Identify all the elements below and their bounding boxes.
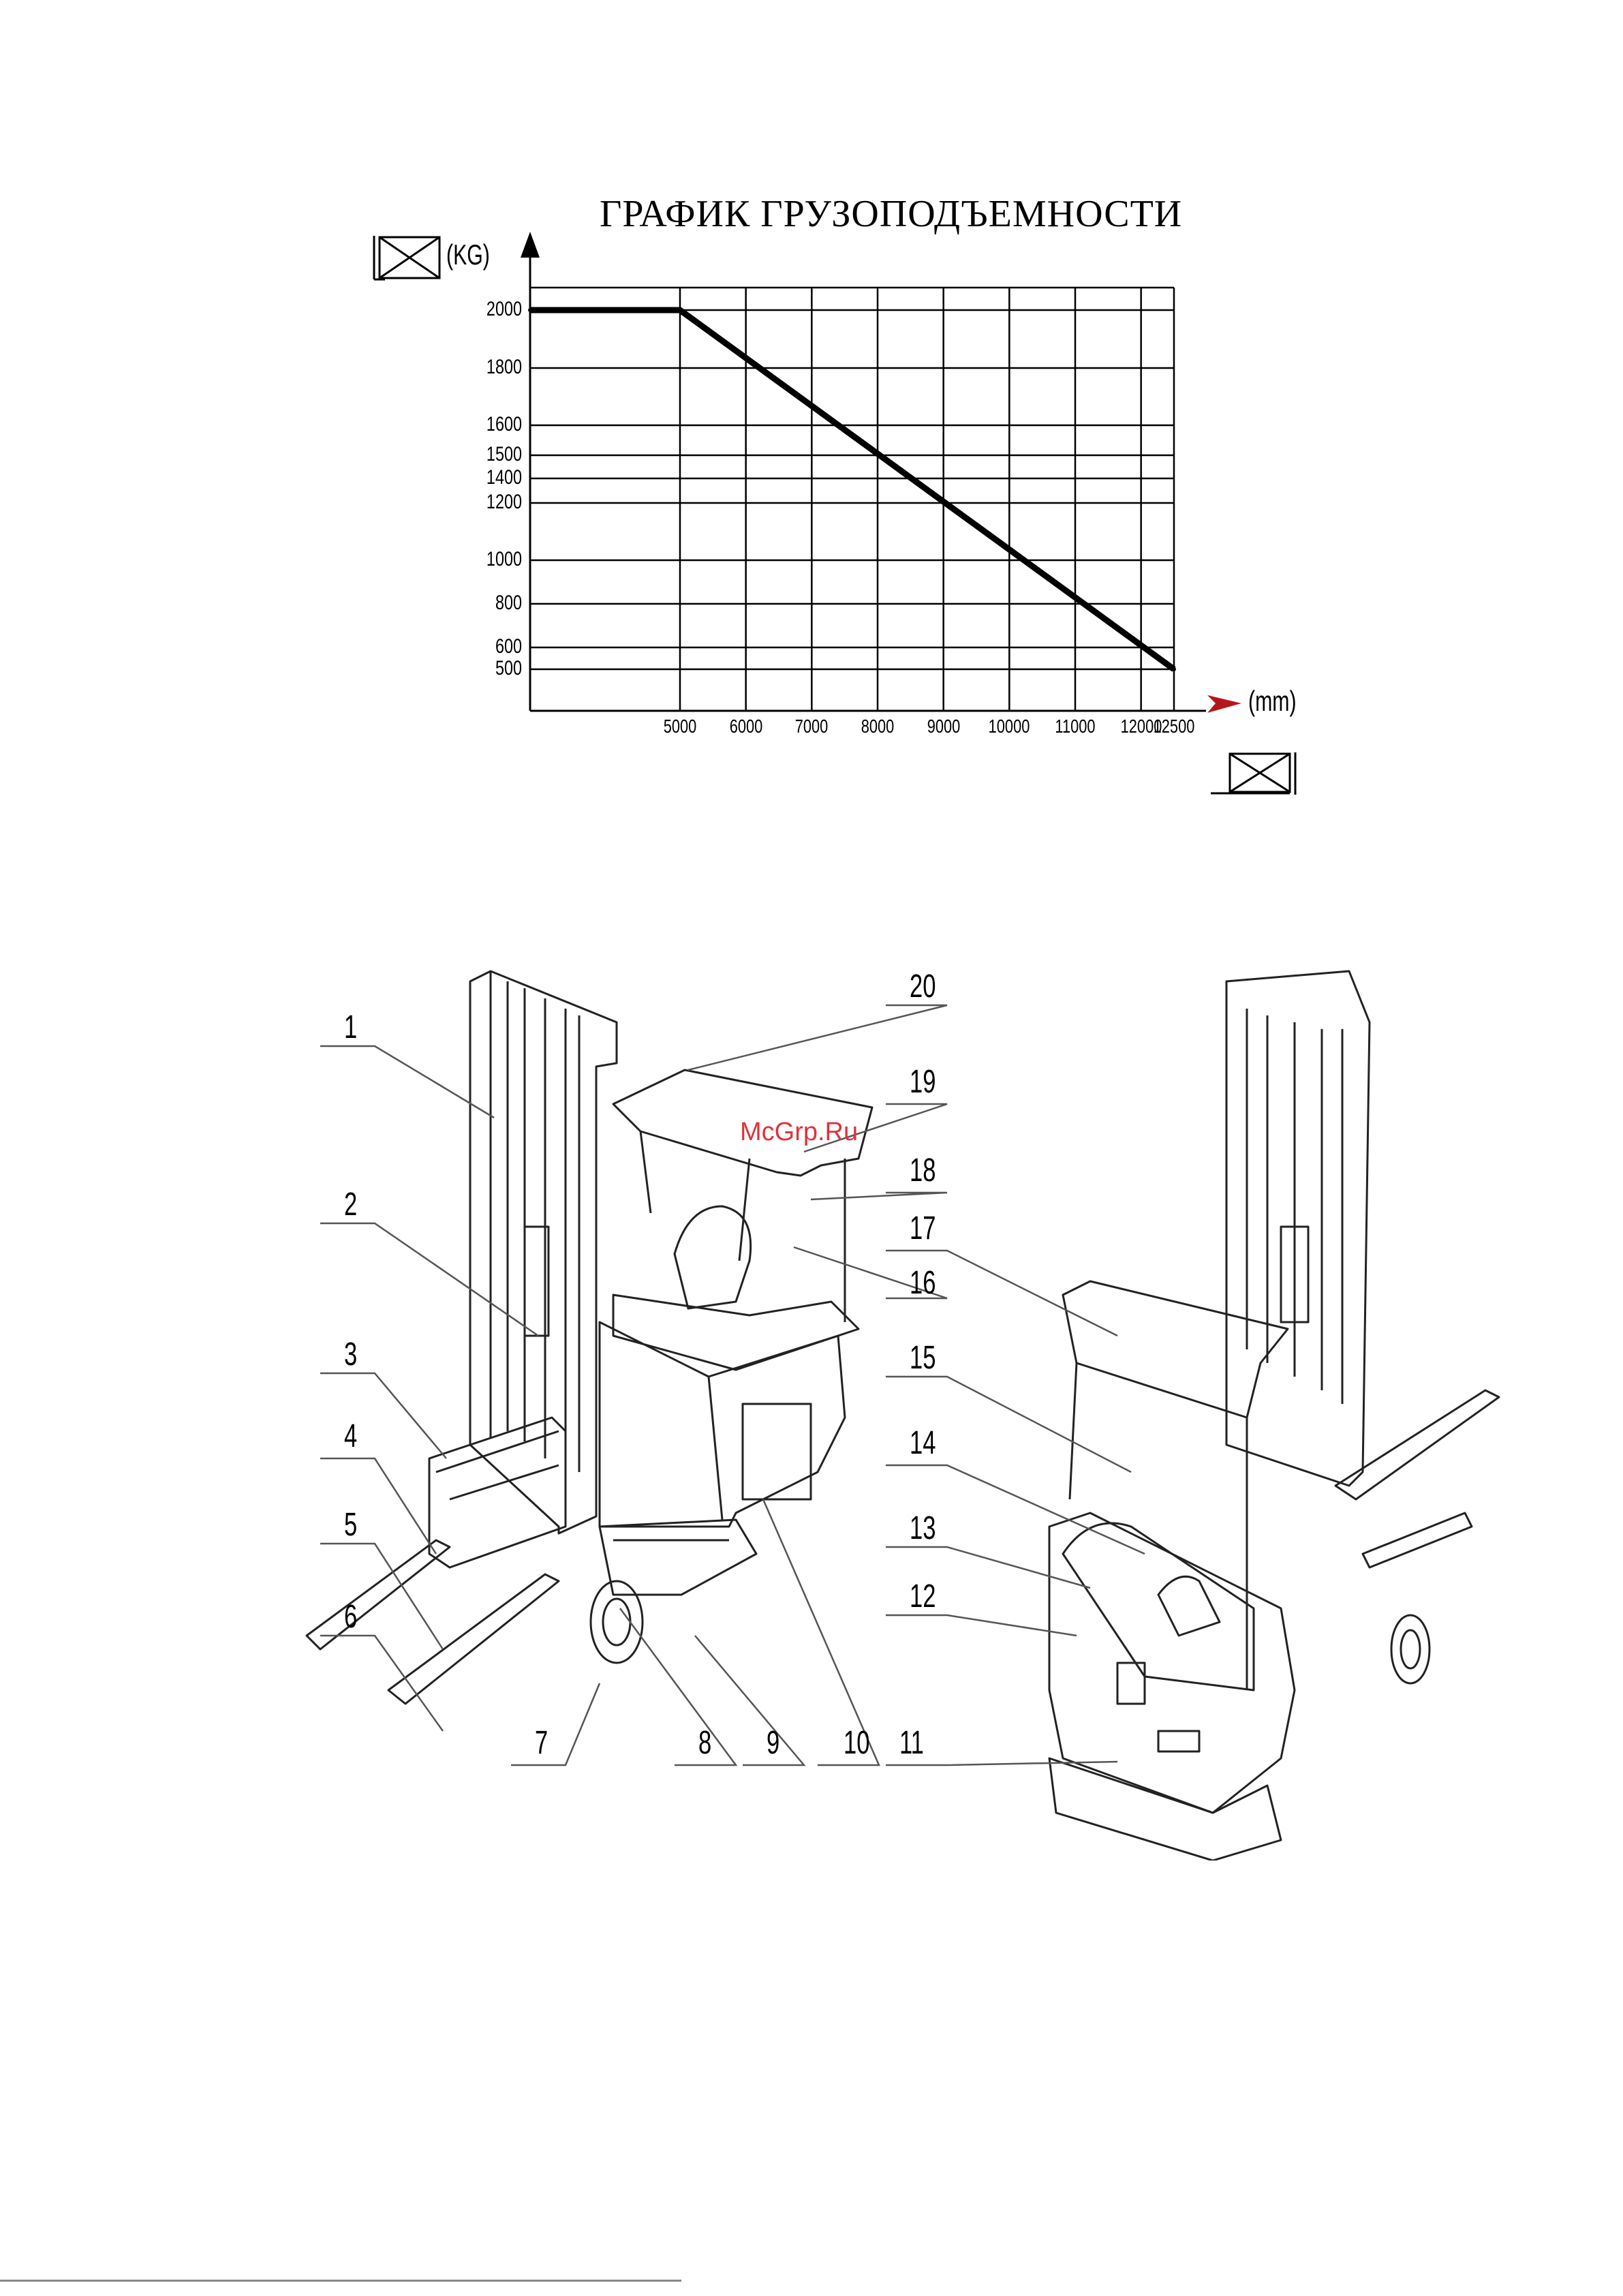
callout-number: 9 (767, 1724, 779, 1762)
y-tick-label: 1500 (458, 443, 522, 466)
callout-number: 7 (535, 1724, 548, 1762)
callout-number: 18 (910, 1152, 936, 1189)
callout-number: 2 (344, 1186, 357, 1223)
callout-leader-2 (320, 1223, 538, 1336)
chart-axes (521, 232, 1206, 711)
y-axis-arrowhead (521, 232, 540, 258)
watermark: McGrp.Ru (740, 1118, 858, 1147)
callout-number: 6 (344, 1598, 357, 1636)
x-axis-arrow-icon (1206, 690, 1247, 717)
y-tick-label: 800 (458, 592, 522, 615)
callout-number: 5 (344, 1506, 357, 1544)
callout-leader-8 (620, 1608, 736, 1765)
x-tick-label: 6000 (714, 716, 778, 737)
x-tick-label: 12500 (1142, 716, 1206, 737)
callout-number: 16 (910, 1264, 936, 1302)
callout-number: 15 (910, 1339, 936, 1377)
y-tick-label: 2000 (458, 298, 522, 321)
x-tick-label: 10000 (978, 716, 1042, 737)
x-tick-label: 5000 (648, 716, 712, 737)
y-tick-label: 1800 (458, 356, 522, 379)
capacity-point-2 (1172, 667, 1176, 671)
callout-number: 20 (910, 968, 936, 1005)
y-tick-label: 1400 (458, 466, 522, 489)
callout-leader-7 (511, 1683, 600, 1765)
reach-truck-illustration (0, 940, 1623, 1861)
callout-leader-3 (320, 1373, 446, 1458)
chart-series (528, 308, 1176, 671)
callout-number: 12 (910, 1578, 936, 1615)
callout-number: 19 (910, 1063, 936, 1101)
callout-leader-1 (320, 1046, 494, 1118)
chart-grid (530, 288, 1174, 711)
callout-number: 17 (910, 1210, 936, 1247)
capacity-point-1 (678, 308, 682, 312)
callout-number: 1 (344, 1009, 357, 1046)
y-tick-label: 500 (458, 657, 522, 680)
callout-number: 8 (698, 1724, 711, 1762)
x-tick-label: 9000 (912, 716, 976, 737)
y-tick-label: 1600 (458, 413, 522, 436)
callout-number: 3 (344, 1336, 357, 1373)
x-tick-label: 11000 (1043, 716, 1107, 737)
load-box-icon-x (1209, 750, 1305, 797)
footer-rule (0, 2280, 681, 2282)
callout-leader-6 (320, 1636, 443, 1731)
callout-number: 13 (910, 1510, 936, 1547)
capacity-point-0 (528, 308, 532, 312)
x-unit-label: (mm) (1248, 685, 1297, 718)
right-truck (1049, 971, 1499, 1861)
callout-leader-20 (688, 1005, 947, 1070)
callout-leader-4 (320, 1458, 436, 1554)
x-tick-label: 8000 (846, 716, 910, 737)
y-tick-label: 1000 (458, 548, 522, 571)
x-tick-label: 7000 (780, 716, 844, 737)
callout-number: 14 (910, 1424, 936, 1462)
y-tick-label: 1200 (458, 491, 522, 514)
callout-number: 4 (344, 1418, 357, 1455)
callout-leader-12 (886, 1615, 1077, 1636)
callout-number: 11 (899, 1724, 924, 1762)
callout-number: 10 (844, 1724, 869, 1762)
left-truck (307, 971, 872, 1704)
capacity-line (530, 310, 1174, 669)
callout-leader-18 (811, 1193, 947, 1199)
callout-leader-5 (320, 1544, 443, 1649)
y-tick-label: 600 (458, 635, 522, 658)
